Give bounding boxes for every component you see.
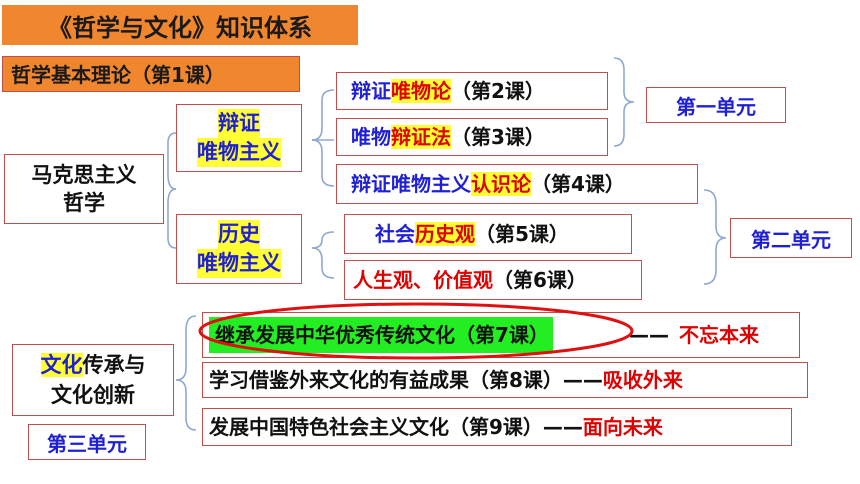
marxism-box: 马克思主义 哲学 xyxy=(4,154,164,224)
historical-line1: 历史 xyxy=(218,220,260,249)
brace-dialectical-top xyxy=(311,89,335,141)
lesson6-part-a: 人生观、价值观 xyxy=(353,268,493,292)
brace-dialectical-bottom xyxy=(311,139,335,187)
lesson2-part-c: （第2课） xyxy=(451,79,545,103)
dialectical-line1: 辩证 xyxy=(218,109,260,138)
lesson7-text: 继承发展中华优秀传统文化（第7课） xyxy=(209,317,553,353)
lesson8-text: 学习借鉴外来文化的有益成果（第8课）—— xyxy=(209,368,603,392)
lesson5-box: 社会历史观（第5课） xyxy=(344,214,632,254)
unit3-label: 第三单元 xyxy=(28,424,146,460)
lesson3-part-c: （第3课） xyxy=(451,125,545,149)
brace-marxism-bottom xyxy=(167,188,177,249)
lesson2-part-a: 辩证 xyxy=(351,79,391,103)
lesson4-part-b: 认识论 xyxy=(471,172,531,196)
lesson7-tag: 不忘本来 xyxy=(679,323,759,347)
lesson2-part-b: 唯物论 xyxy=(391,79,451,103)
marxism-line1: 马克思主义 xyxy=(31,163,137,187)
page-title: 《哲学与文化》知识体系 xyxy=(2,5,358,45)
lesson8-box: 学习借鉴外来文化的有益成果（第8课）——吸收外来 xyxy=(202,362,808,398)
basic-theory-label: 哲学基本理论（第1课） xyxy=(2,56,300,92)
lesson3-part-b: 辩证法 xyxy=(391,125,451,149)
culture-line2: 文化创新 xyxy=(51,383,135,407)
highlight-ellipse xyxy=(198,302,634,360)
unit2-label: 第二单元 xyxy=(730,218,852,258)
lesson8-tag: 吸收外来 xyxy=(602,368,683,392)
lesson9-tag: 面向未来 xyxy=(582,415,663,439)
lesson9-text: 发展中国特色社会主义文化（第9课）—— xyxy=(209,415,583,439)
lesson4-part-a: 辩证唯物主义 xyxy=(351,172,471,196)
brace-culture xyxy=(175,315,197,431)
brace-historical-top xyxy=(311,231,335,249)
dialectical-line2: 唯物主义 xyxy=(197,138,281,167)
lesson4-box: 辩证唯物主义认识论（第4课） xyxy=(336,164,698,204)
lesson6-box: 人生观、价值观（第6课） xyxy=(344,260,642,300)
brace-unit2 xyxy=(703,189,727,285)
lesson5-part-a: 社会 xyxy=(375,222,415,246)
lesson9-box: 发展中国特色社会主义文化（第9课）——面向未来 xyxy=(202,408,792,446)
lesson7-dash: —— xyxy=(629,323,669,347)
lesson4-part-c: （第4课） xyxy=(531,172,625,196)
unit1-label: 第一单元 xyxy=(646,87,786,123)
lesson3-part-a: 唯物 xyxy=(351,125,391,149)
lesson6-part-c: （第6课） xyxy=(493,268,587,292)
historical-line2: 唯物主义 xyxy=(197,249,281,278)
brace-historical-bottom xyxy=(311,247,335,279)
lesson5-part-b: 历史观 xyxy=(415,222,475,246)
lesson7-box: 继承发展中华优秀传统文化（第7课） —— 不忘本来 xyxy=(202,312,800,358)
lesson5-part-c: （第5课） xyxy=(475,222,569,246)
marxism-line2: 哲学 xyxy=(63,191,105,215)
dialectical-materialism-box: 辩证 唯物主义 xyxy=(176,104,302,172)
historical-materialism-box: 历史 唯物主义 xyxy=(176,214,302,284)
culture-part-b: 传承与 xyxy=(82,353,146,377)
brace-unit1 xyxy=(613,57,635,147)
culture-box: 文化传承与 文化创新 xyxy=(12,344,174,416)
brace-marxism-top xyxy=(167,132,177,190)
lesson2-box: 辩证唯物论（第2课） xyxy=(336,72,608,110)
lesson3-box: 唯物辩证法（第3课） xyxy=(336,118,608,156)
culture-part-a: 文化 xyxy=(40,353,83,377)
